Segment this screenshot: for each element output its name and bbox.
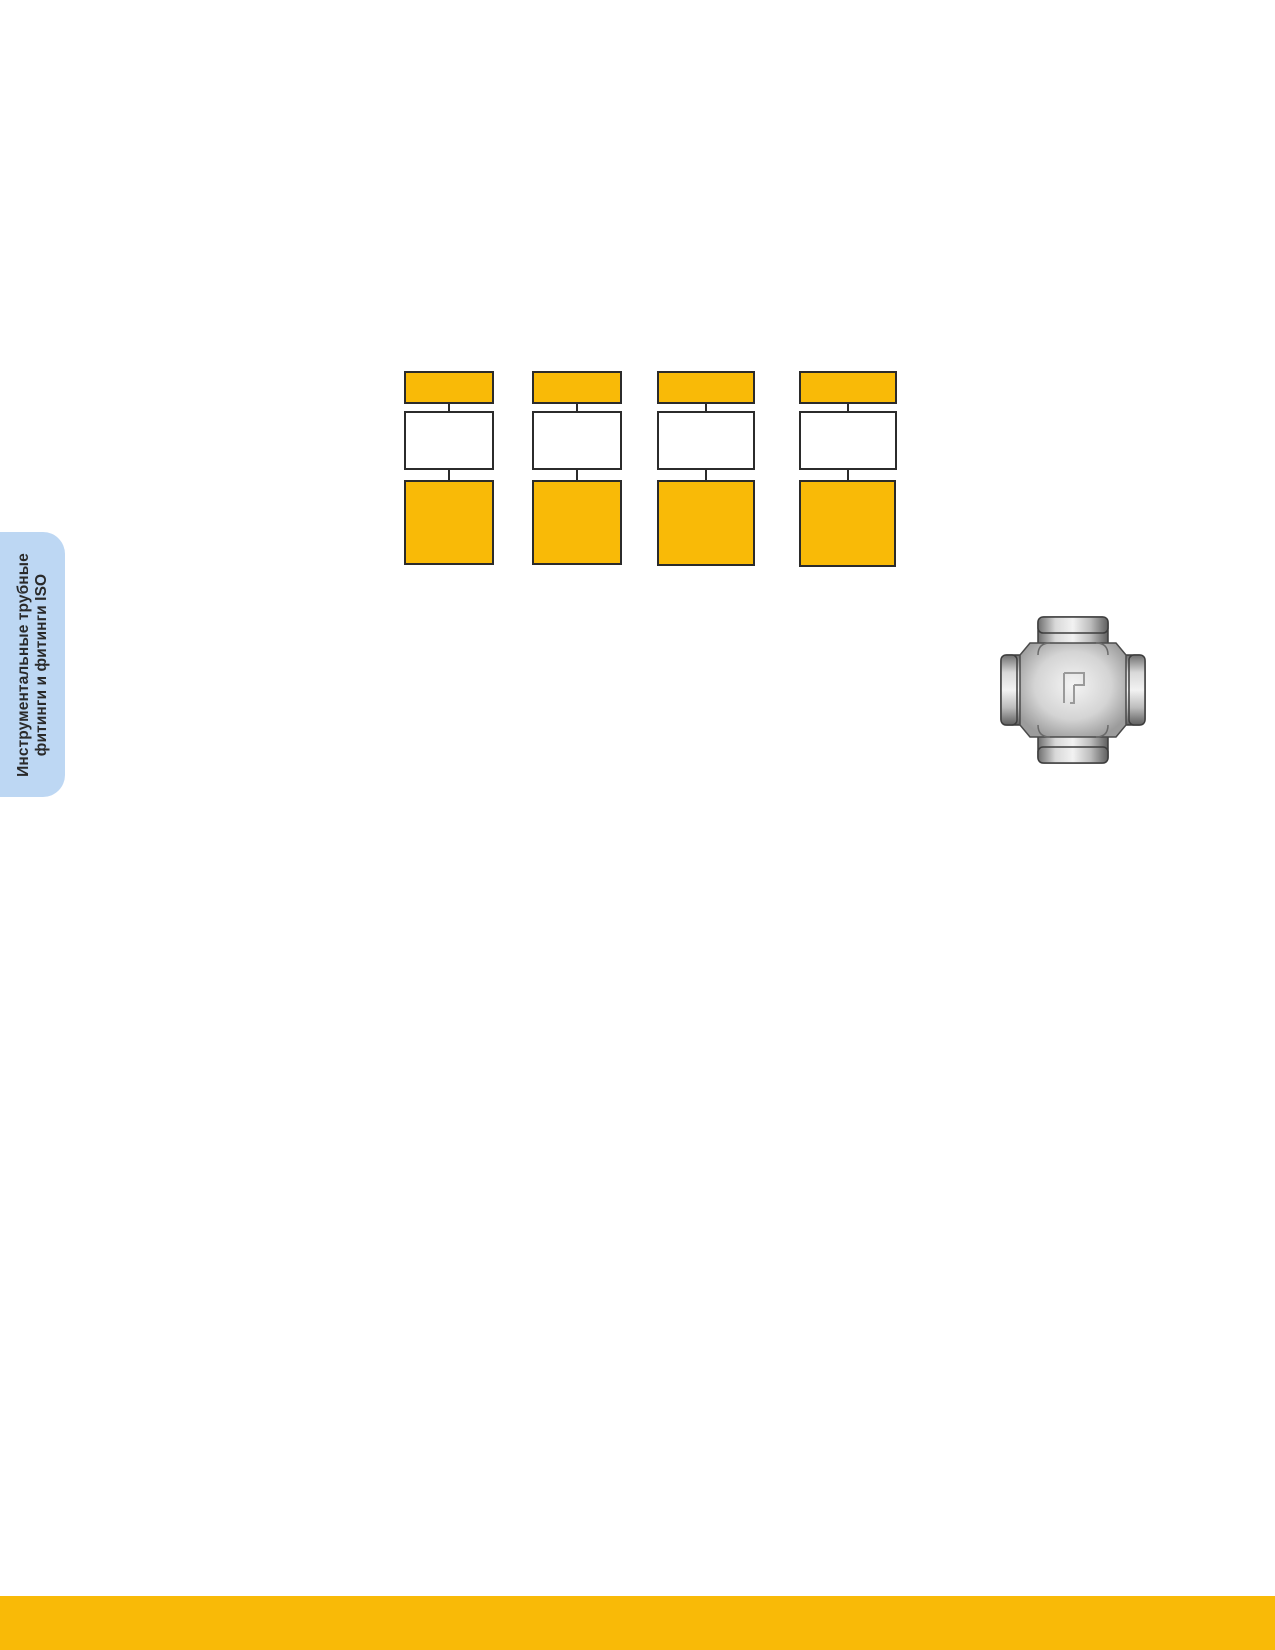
diagram-col-4-connector-lower — [847, 470, 849, 480]
cross-fitting-icon — [1000, 615, 1146, 765]
diagram-col-3-middle-box — [657, 411, 755, 470]
diagram-col-1-top-box — [404, 371, 494, 404]
diagram-col-2-middle-box — [532, 411, 622, 470]
diagram-col-4-connector-upper — [847, 404, 849, 411]
side-tab: Инструментальные трубные фитинги и фитин… — [0, 532, 65, 797]
diagram-col-2-connector-lower — [576, 470, 578, 480]
diagram-col-2-bottom-box — [532, 480, 622, 565]
diagram-col-1-connector-upper — [448, 404, 450, 411]
diagram-col-1-bottom-box — [404, 480, 494, 565]
diagram-col-3-bottom-box — [657, 480, 755, 566]
diagram-col-3-top-box — [657, 371, 755, 404]
diagram-col-1-connector-lower — [448, 470, 450, 480]
diagram-col-4-top-box — [799, 371, 897, 404]
diagram-col-4-middle-box — [799, 411, 897, 470]
diagram-col-4-bottom-box — [799, 480, 896, 567]
diagram-col-1-middle-box — [404, 411, 494, 470]
diagram-col-2-connector-upper — [576, 404, 578, 411]
diagram-col-3-connector-upper — [705, 404, 707, 411]
footer-band — [0, 1596, 1275, 1650]
diagram-col-2-top-box — [532, 371, 622, 404]
diagram-col-3-connector-lower — [705, 470, 707, 480]
